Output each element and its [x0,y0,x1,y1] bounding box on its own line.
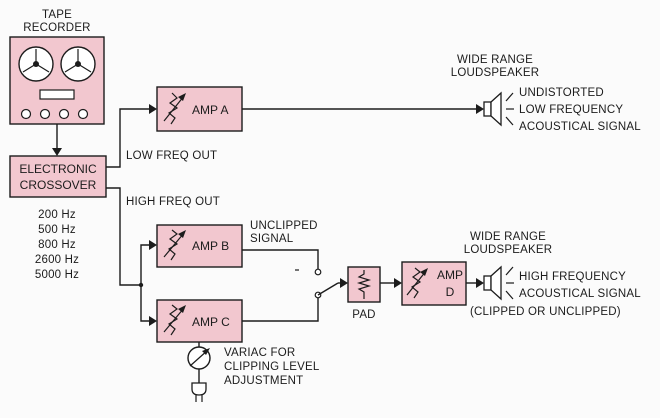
switch-contact-unclipped [314,268,322,276]
speaker-top-desc-2: LOW FREQUENCY [519,104,623,116]
loudspeaker-icon [483,265,502,301]
amp-a-label: AMP A [192,103,228,117]
speaker-bottom-desc-3: (CLIPPED OR UNCLIPPED) [470,306,621,318]
pad: PAD [347,266,381,321]
tape-recorder: TAPE RECORDER [9,9,105,125]
freq-5: 5000 Hz [35,269,79,281]
unclipped-label-2: SIGNAL [250,233,294,245]
speaker-top-desc-3: ACOUSTICAL SIGNAL [519,121,641,133]
amp-d-label-2: D [446,285,455,299]
variable-resistor-icon [163,92,186,125]
resistor-icon [356,270,372,299]
amp-d-label-1: AMP [437,268,463,282]
recorder-title-2: RECORDER [23,22,90,34]
recorder-knobs [20,108,89,120]
pad-label: PAD [352,309,375,321]
variac-label-2: CLIPPING LEVEL [224,361,320,373]
freq-3: 800 Hz [38,239,76,251]
amp-a: AMP A [156,86,243,132]
frequency-list: 200 Hz 500 Hz 800 Hz 2600 Hz 5000 Hz [35,209,79,281]
freq-1: 200 Hz [38,209,76,221]
crossover-label-2: CROSSOVER [20,178,97,192]
selector-switch [317,282,339,296]
speaker-top-desc-1: UNDISTORTED [519,87,604,99]
electronic-crossover: ELECTRONIC CROSSOVER [9,155,107,198]
speaker-top-title-2: LOUDSPEAKER [451,67,539,79]
speaker-bottom-title-1: WIDE RANGE [470,231,546,243]
sound-wave-icon [505,92,514,126]
speaker-top: WIDE RANGE LOUDSPEAKER UNDISTORTED LOW F… [451,54,641,133]
freq-2: 500 Hz [38,224,76,236]
variable-resistor-icon [163,229,186,261]
variable-resistor-icon [406,267,428,299]
variac: VARIAC FOR CLIPPING LEVEL ADJUSTMENT [187,342,320,402]
speaker-bottom-desc-1: HIGH FREQUENCY [519,271,626,283]
variable-resistor-icon [163,304,186,336]
loudspeaker-icon [483,91,502,127]
speaker-bottom: WIDE RANGE LOUDSPEAKER HIGH FREQUENCY AC… [464,231,641,318]
amp-b: AMP B [156,224,243,268]
speaker-top-title-1: WIDE RANGE [457,54,533,66]
recorder-display [39,89,75,100]
amp-c-label: AMP C [192,315,230,329]
amp-b-label: AMP B [192,239,229,253]
variac-label-1: VARIAC FOR [224,347,295,359]
variac-label-3: ADJUSTMENT [224,375,303,387]
amp-c: AMP C [156,299,243,343]
unclipped-label-1: UNCLIPPED [250,220,318,232]
freq-4: 2600 Hz [35,254,79,266]
left-reel-icon [18,46,54,82]
amp-d: AMP D [401,261,467,306]
power-plug-icon [191,382,207,402]
speaker-bottom-title-2: LOUDSPEAKER [464,244,552,256]
right-reel-icon [60,46,96,82]
low-freq-out-label: LOW FREQ OUT [126,150,217,162]
sound-wave-icon [505,266,514,300]
crossover-label-1: ELECTRONIC [19,162,97,176]
speaker-bottom-desc-2: ACOUSTICAL SIGNAL [519,288,641,300]
high-freq-out-label: HIGH FREQ OUT [126,196,220,208]
recorder-title-1: TAPE [42,9,72,21]
